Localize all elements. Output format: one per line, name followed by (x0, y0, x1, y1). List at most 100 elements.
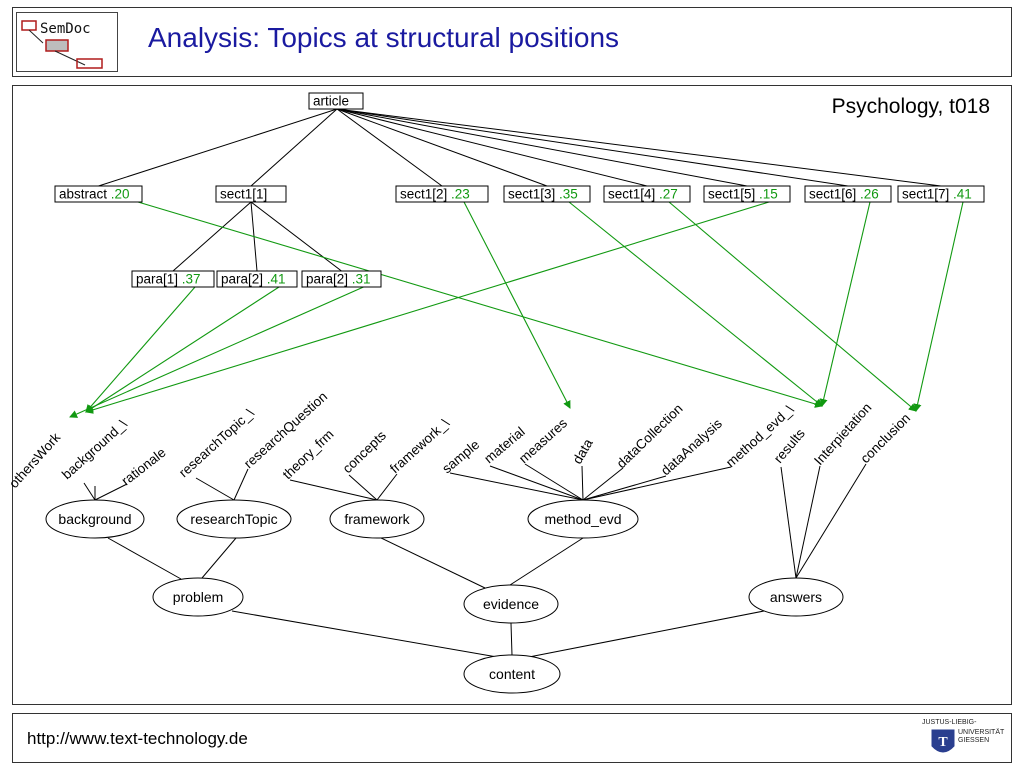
topic-label-concepts: concepts (340, 428, 389, 476)
header-frame (12, 7, 1012, 77)
structure-node-box (54, 185, 143, 203)
mapping-arrow (85, 201, 770, 414)
group-node-evidence: evidence (463, 584, 559, 624)
topic-label-researchTopic_: researchTopic_\ (176, 405, 257, 480)
mapping-arrow (668, 201, 917, 412)
structure-node-para2b: para[2] .31 (301, 270, 382, 288)
structure-node-box (703, 185, 791, 203)
topic-edge (524, 463, 584, 501)
diagram-frame (12, 85, 1012, 705)
group-node-label: evidence (483, 596, 539, 612)
structure-node-label: sect1[6] .26 (809, 187, 879, 202)
group-node-problem: problem (152, 577, 244, 617)
group-node-framework: framework (329, 499, 425, 539)
structure-node-box (131, 270, 215, 288)
structure-node-score: .27 (655, 187, 678, 202)
structure-node-score: .41 (263, 272, 286, 287)
structure-edge (336, 108, 443, 187)
structure-node-abstract: abstract .20 (54, 185, 143, 203)
structure-node-label: sect1[3] .35 (508, 187, 578, 202)
topic-edge (449, 472, 584, 501)
topic-edge (376, 473, 398, 501)
structure-node-score: .23 (447, 187, 470, 202)
university-line1: JUSTUS-LIEBIG- (922, 719, 977, 726)
topic-edge (581, 465, 584, 501)
structure-node-label: sect1[1] (220, 187, 267, 202)
structure-node-sect1_6: sect1[6] .26 (804, 185, 892, 203)
topic-label-sample: sample (439, 437, 482, 476)
topic-edge (83, 482, 96, 501)
mapping-arrow (568, 201, 823, 407)
structure-node-score: .31 (348, 272, 371, 287)
footer-url-link[interactable]: http://www.text-technology.de (27, 729, 248, 748)
structure-node-article: article (308, 92, 364, 110)
topic-label-measures: measures (516, 415, 570, 466)
mapping-arrow (69, 286, 364, 418)
structure-node-sect1_7: sect1[7] .41 (897, 185, 985, 203)
university-line2: UNIVERSITÄT (958, 728, 1005, 736)
structure-node-score: .41 (949, 187, 972, 202)
structure-node-para2a: para[2] .41 (216, 270, 298, 288)
topic-edge (582, 475, 667, 501)
structure-edge (250, 201, 342, 272)
structure-node-label: article (313, 94, 349, 109)
group-node-content: content (463, 654, 561, 694)
structure-node-box (216, 270, 298, 288)
structure-node-label: para[2] .31 (306, 272, 371, 287)
group-node-method_evd: method_evd (527, 499, 639, 539)
topic-edge (510, 622, 513, 656)
semdoc-logo-text: SemDoc (40, 21, 91, 37)
structure-edge (250, 108, 338, 187)
structure-node-label: sect1[7] .41 (902, 187, 972, 202)
structure-node-sect1_1: sect1[1] (215, 185, 287, 203)
structure-edge (336, 108, 942, 187)
topic-edge (509, 537, 584, 586)
group-node-ellipse (45, 499, 145, 539)
topic-edge (231, 610, 498, 658)
footer-frame (12, 713, 1012, 763)
topic-edge (795, 465, 821, 579)
topic-edge (201, 537, 237, 579)
topic-label-data: data (570, 436, 596, 467)
structure-node-label: sect1[5] .15 (708, 187, 778, 202)
group-node-researchTopic: researchTopic (176, 499, 292, 539)
mapping-arrow (137, 201, 823, 408)
structure-node-sect1_2: sect1[2] .23 (395, 185, 489, 203)
topic-label-researchQuestion: researchQuestion (241, 389, 330, 471)
structure-node-label: abstract .20 (59, 187, 130, 202)
topic-edge (195, 477, 235, 501)
structure-node-score: .35 (555, 187, 578, 202)
structure-node-box (308, 92, 364, 110)
structure-edge (336, 108, 748, 187)
group-node-label: background (58, 511, 131, 527)
structure-node-box (395, 185, 489, 203)
topic-label-rationale: rationale (119, 445, 169, 489)
mapping-arrow (85, 286, 280, 413)
topic-edge (94, 483, 128, 501)
topic-edge (780, 466, 797, 579)
group-node-label: method_evd (544, 511, 621, 527)
mapping-arrow (85, 286, 196, 413)
group-node-ellipse (463, 584, 559, 624)
topic-edge (348, 474, 378, 501)
structure-edge (98, 108, 338, 187)
structure-node-para1: para[1] .37 (131, 270, 215, 288)
topic-label-othersWork: othersWork (6, 430, 63, 491)
group-node-ellipse (329, 499, 425, 539)
topic-edge (107, 537, 182, 580)
semdoc-logo: SemDoc (16, 12, 118, 72)
structure-node-box (215, 185, 287, 203)
structure-node-box (804, 185, 892, 203)
group-node-label: framework (344, 511, 410, 527)
group-node-label: researchTopic (190, 511, 277, 527)
topic-edge (489, 465, 584, 501)
topic-edge (582, 467, 624, 501)
mapping-arrow (819, 201, 871, 407)
university-shield-letter: T (938, 735, 948, 750)
group-node-ellipse (152, 577, 244, 617)
topic-edge (582, 466, 732, 501)
group-node-background: background (45, 499, 145, 539)
structure-node-box (897, 185, 985, 203)
topic-label-results: results (771, 426, 808, 466)
structure-edge (336, 108, 648, 187)
